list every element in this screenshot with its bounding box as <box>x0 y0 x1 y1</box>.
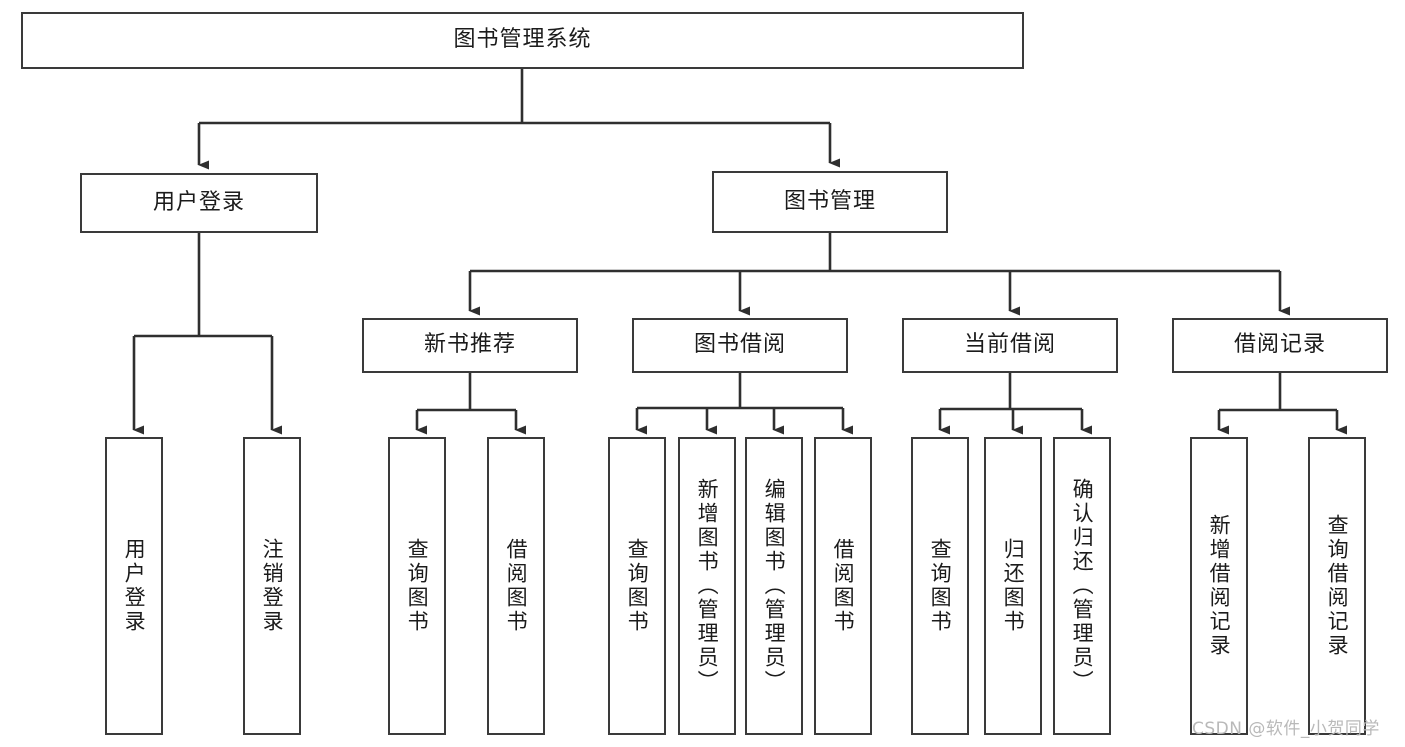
leaf-node[interactable]: 查询图书 <box>608 437 666 735</box>
leaf-node[interactable]: 新增借阅记录 <box>1190 437 1248 735</box>
leaf-node[interactable]: 查询图书 <box>388 437 446 735</box>
node-user-login[interactable]: 用户登录 <box>80 173 318 233</box>
node-new-book-recommend[interactable]: 新书推荐 <box>362 318 578 373</box>
leaf-node[interactable]: 查询借阅记录 <box>1308 437 1366 735</box>
leaf-node[interactable]: 注销登录 <box>243 437 301 735</box>
node-borrow-record[interactable]: 借阅记录 <box>1172 318 1388 373</box>
node-current-borrow[interactable]: 当前借阅 <box>902 318 1118 373</box>
csdn-watermark: CSDN @软件_小贺同学 <box>1192 719 1380 739</box>
leaf-node[interactable]: 借阅图书 <box>814 437 872 735</box>
leaf-node[interactable]: 确认归还（管理员） <box>1053 437 1111 735</box>
node-book-management[interactable]: 图书管理 <box>712 171 948 233</box>
leaf-node[interactable]: 用户登录 <box>105 437 163 735</box>
node-book-borrow[interactable]: 图书借阅 <box>632 318 848 373</box>
leaf-node[interactable]: 编辑图书（管理员） <box>745 437 803 735</box>
leaf-node[interactable]: 查询图书 <box>911 437 969 735</box>
leaf-node[interactable]: 归还图书 <box>984 437 1042 735</box>
leaf-node[interactable]: 借阅图书 <box>487 437 545 735</box>
node-root[interactable]: 图书管理系统 <box>21 12 1024 69</box>
leaf-node[interactable]: 新增图书（管理员） <box>678 437 736 735</box>
